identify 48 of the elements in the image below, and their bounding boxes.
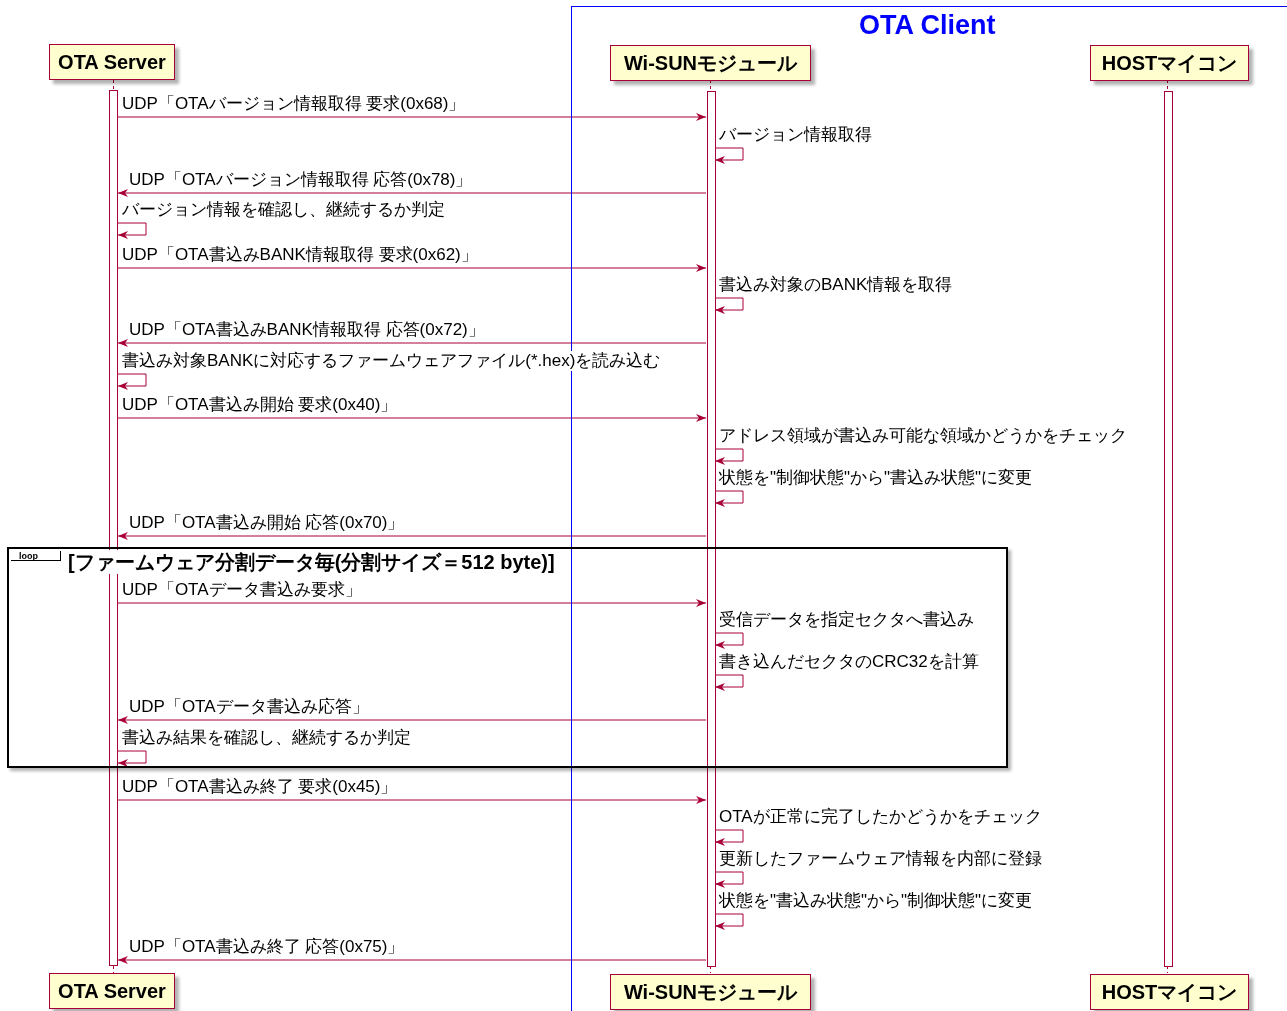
participant-box: Wi-SUNモジュール (610, 45, 811, 81)
message-label: 書込み対象BANKに対応するファームウェアファイル(*.hex)を読み込む (122, 351, 661, 371)
participant-box: HOSTマイコン (1090, 45, 1249, 81)
self-message-arrow (117, 373, 147, 390)
message-arrow (117, 113, 707, 121)
message-label: 更新したファームウェア情報を内部に登録 (719, 849, 1042, 869)
message-label: 状態を"制御状態"から"書込み状態"に変更 (719, 468, 1033, 488)
message-label: バージョン情報取得 (719, 125, 872, 145)
participant-box: Wi-SUNモジュール (610, 974, 811, 1010)
message-arrow (117, 956, 707, 964)
participant-box: HOSTマイコン (1090, 974, 1249, 1010)
participant-box: OTA Server (49, 44, 175, 80)
group-title: OTA Client (859, 10, 996, 41)
message-arrow (117, 189, 707, 197)
activation-bar (1164, 91, 1173, 967)
message-label: 書込み結果を確認し、継続するか判定 (122, 728, 411, 748)
message-label: 書込み対象のBANK情報を取得 (719, 275, 953, 295)
self-message-arrow (714, 448, 744, 465)
self-message-arrow (714, 913, 744, 930)
message-label: 受信データを指定セクタへ書込み (719, 610, 974, 630)
message-label: 状態を"書込み状態"から"制御状態"に変更 (719, 891, 1033, 911)
message-label: 書き込んだセクタのCRC32を計算 (719, 652, 979, 672)
message-arrow (117, 414, 707, 422)
self-message-arrow (714, 829, 744, 846)
message-label: OTAが正常に完了したかどうかをチェック (719, 807, 1042, 827)
message-label: バージョン情報を確認し、継続するか判定 (122, 200, 445, 220)
lifeline (113, 79, 114, 91)
self-message-arrow (714, 674, 744, 691)
self-message-arrow (117, 222, 147, 239)
message-arrow (117, 599, 707, 607)
message-arrow (117, 264, 707, 272)
loop-condition: [ファームウェア分割データ毎(分割サイズ＝512 byte)] (68, 550, 555, 574)
self-message-arrow (714, 490, 744, 507)
self-message-arrow (117, 750, 147, 767)
self-message-arrow (714, 632, 744, 649)
message-arrow (117, 716, 707, 724)
self-message-arrow (714, 297, 744, 314)
lifeline (710, 79, 711, 91)
lifeline (1167, 79, 1168, 91)
message-arrow (117, 532, 707, 540)
self-message-arrow (714, 871, 744, 888)
frame-tag: loop (11, 551, 61, 561)
participant-box: OTA Server (49, 973, 175, 1009)
message-arrow (117, 796, 707, 804)
self-message-arrow (714, 147, 744, 164)
activation-bar (707, 91, 716, 967)
message-arrow (117, 339, 707, 347)
message-label: アドレス領域が書込み可能な領域かどうかをチェック (719, 426, 1127, 446)
